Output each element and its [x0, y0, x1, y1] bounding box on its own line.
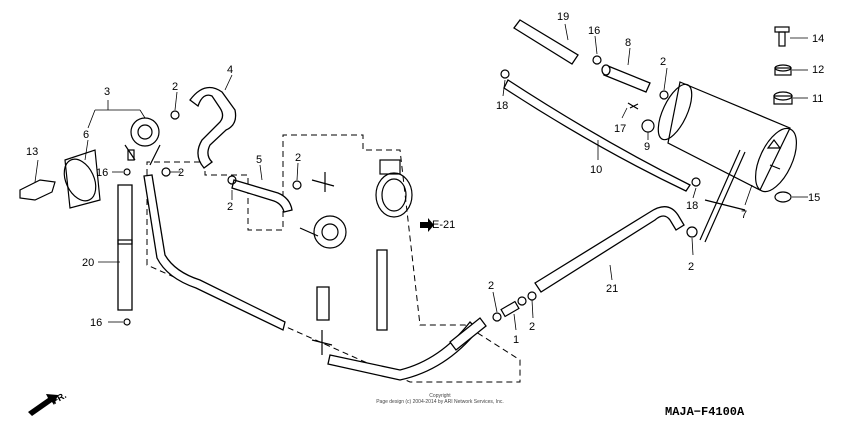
nut-15[interactable] — [774, 191, 792, 203]
callout-labels: 1 2 2 2 2 2 2 2 2 3 4 5 6 7 8 9 10 11 12… — [26, 11, 824, 346]
pump-assembly-3[interactable] — [124, 117, 161, 166]
hose-19[interactable] — [513, 19, 579, 65]
hose-4[interactable] — [189, 86, 237, 169]
pipe-vertical[interactable] — [376, 249, 388, 331]
callout-12: 12 — [812, 64, 824, 76]
copyright-line-1: Copyright — [429, 393, 451, 399]
front-direction-arrow-icon — [28, 394, 58, 416]
callout-2: 2 — [529, 321, 535, 333]
callout-2: 2 — [688, 261, 694, 273]
short-tube[interactable] — [316, 286, 330, 321]
reference-label: E-21 — [432, 219, 456, 231]
t-joint[interactable] — [311, 172, 335, 192]
bracket-13[interactable] — [19, 179, 56, 201]
lower-hose[interactable] — [143, 174, 286, 331]
center-pump[interactable] — [299, 215, 347, 249]
callout-14: 14 — [812, 33, 824, 45]
bracket-6[interactable] — [58, 149, 102, 209]
grommet-11[interactable] — [773, 91, 793, 105]
callout-5: 5 — [256, 154, 262, 166]
valve-9[interactable] — [641, 119, 655, 133]
copyright-notice: Copyright Page design (c) 2004-2014 by A… — [330, 393, 550, 405]
callout-7: 7 — [741, 209, 747, 221]
hose-21[interactable] — [534, 206, 685, 293]
collar-12[interactable] — [774, 64, 792, 76]
callout-19: 19 — [557, 11, 569, 23]
callout-16: 16 — [588, 25, 600, 37]
bolt-14[interactable] — [774, 26, 790, 47]
callout-16: 16 — [96, 167, 108, 179]
callout-11: 11 — [812, 93, 823, 105]
diagram-code: MAJA−F4100A — [665, 405, 745, 419]
callout-18: 18 — [686, 200, 698, 212]
clip-17[interactable] — [627, 102, 639, 110]
callout-13: 13 — [26, 146, 38, 158]
callout-2: 2 — [488, 280, 494, 292]
callout-2: 2 — [660, 56, 666, 68]
callout-9: 9 — [644, 141, 650, 153]
callout-3: 3 — [104, 86, 110, 98]
callout-20: 20 — [82, 257, 94, 269]
callout-18: 18 — [496, 100, 508, 112]
callout-17: 17 — [614, 123, 626, 135]
lower-t[interactable] — [311, 330, 333, 355]
hose-8-end — [601, 64, 611, 76]
assembly-boundary — [146, 134, 521, 383]
clamps — [123, 55, 701, 326]
callout-2: 2 — [295, 152, 301, 164]
tube-10[interactable] — [503, 79, 691, 192]
callout-2: 2 — [178, 167, 184, 179]
reference-arrow-icon — [420, 218, 434, 232]
tube-20[interactable] — [117, 184, 133, 311]
hose-joint — [449, 317, 487, 351]
callout-8: 8 — [625, 37, 631, 49]
canister-7[interactable] — [651, 80, 804, 198]
callout-2: 2 — [172, 81, 178, 93]
callout-1: 1 — [513, 334, 519, 346]
callout-15: 15 — [808, 192, 820, 204]
canister-bracket — [699, 149, 746, 243]
lower-hose-2[interactable] — [327, 321, 479, 381]
clamp-band[interactable] — [375, 159, 413, 218]
hose-8[interactable] — [603, 65, 651, 93]
copyright-line-2: Page design (c) 2004-2014 by ARI Network… — [376, 399, 504, 405]
callout-4: 4 — [227, 64, 233, 76]
fitting-1[interactable] — [500, 296, 527, 318]
callout-2: 2 — [227, 201, 233, 213]
callout-21: 21 — [606, 283, 618, 295]
leader-lines — [34, 23, 808, 331]
callout-16: 16 — [90, 317, 102, 329]
hose-5[interactable] — [231, 179, 293, 213]
callout-6: 6 — [83, 129, 89, 141]
callout-10: 10 — [590, 164, 602, 176]
